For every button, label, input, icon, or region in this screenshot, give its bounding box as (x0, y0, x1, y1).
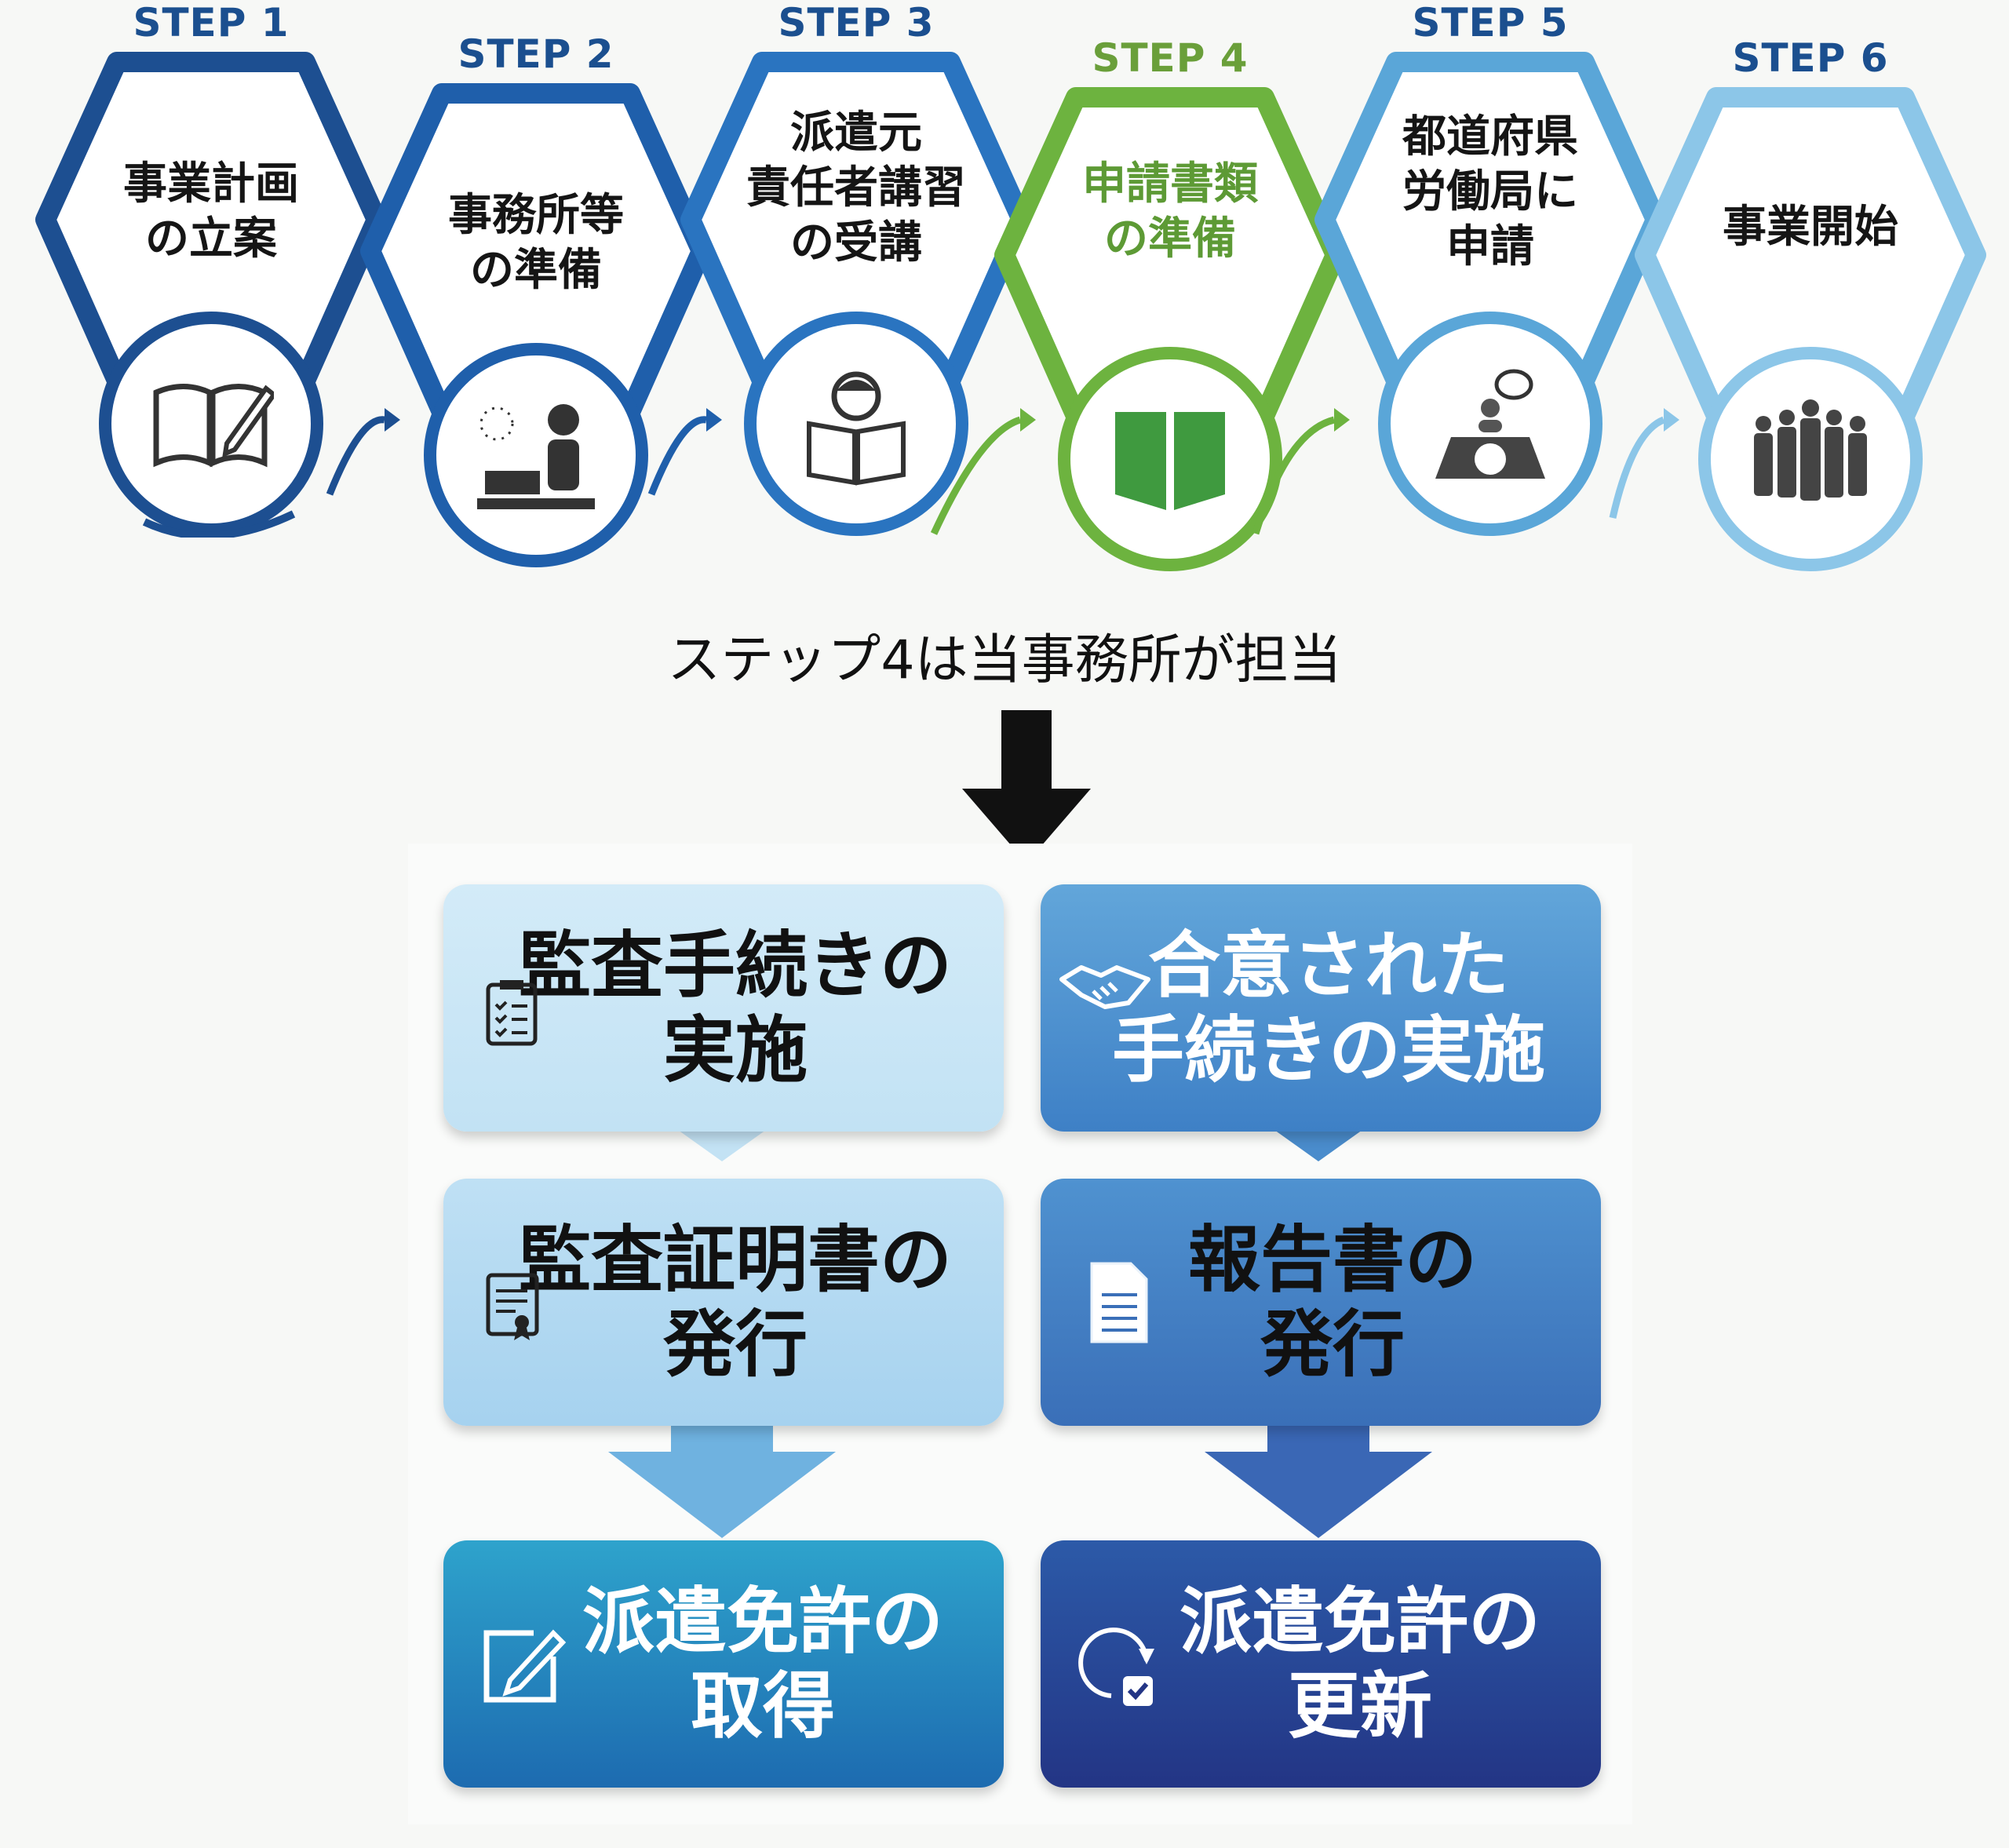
hexagon-frame (1314, 52, 1666, 536)
handshake-icon (1059, 965, 1150, 1009)
edit-icon (483, 1629, 567, 1702)
box-line: 合意された (1147, 923, 1509, 1008)
clipboard-checklist-icon (486, 979, 538, 1045)
step-title: STEP 6 (1732, 35, 1889, 81)
flow-box-audit-certificate: 監査証明書の発行 (443, 1179, 1004, 1426)
label-line: 事務所等 (448, 190, 624, 241)
consultation-icon (1435, 369, 1545, 479)
flow-box-agreed-procedures: 合意された手続きの実施 (1041, 884, 1601, 1132)
step-label: 都道府県労働局に申請 (1333, 110, 1647, 275)
step-2: STEP 2 事務所等の準備 (352, 31, 720, 567)
box-line: 派遣免許の (582, 1579, 943, 1664)
step-5: STEP 5 都道府県労働局に申請 (1306, 0, 1675, 536)
box-text: 報告書の発行 (1188, 1218, 1477, 1387)
label-line: の準備 (470, 245, 602, 296)
flow-connectors (608, 1122, 1432, 1538)
refresh-check-icon (1078, 1627, 1154, 1706)
box-line: 報告書の (1187, 1217, 1477, 1302)
box-text: 合意された手続きの実施 (1112, 924, 1545, 1093)
group-people-icon (1754, 399, 1867, 501)
step-title: STEP 1 (133, 0, 290, 46)
flow-box-audit-procedures: 監査手続きの実施 (443, 884, 1004, 1132)
box-line: 監査証明書の (518, 1217, 952, 1302)
label-line: 派遣元 (790, 108, 922, 159)
label-line: 事業開始 (1723, 202, 1898, 253)
box-line: 発行 (662, 1302, 808, 1387)
box-line: 派遣免許の (1179, 1579, 1540, 1664)
flow-box-license-acquisition: 派遣免許の取得 (443, 1540, 1004, 1788)
hexagon-frame (35, 52, 387, 538)
step-label: 派遣元責任者講習の受講 (699, 106, 1013, 271)
person-reading-icon (807, 371, 906, 486)
box-text: 監査手続きの実施 (519, 924, 952, 1093)
step-label: 事業開始 (1654, 200, 1967, 255)
label-line: 責任者講習 (746, 162, 966, 213)
label-line: の立案 (145, 213, 277, 264)
box-line: 発行 (1260, 1302, 1405, 1387)
box-line: 更新 (1287, 1664, 1432, 1748)
step-1: STEP 1 事業計画の立案 (27, 0, 396, 538)
caption: ステップ4は当事務所が担当 (667, 629, 1342, 691)
step-4: STEP 4 申請書類の準備 (986, 35, 1355, 571)
step-connector-arrows (326, 408, 1679, 535)
label-line: 申請 (1446, 221, 1534, 272)
office-worker-icon (477, 404, 595, 509)
step-title: STEP 5 (1412, 0, 1569, 46)
step-title: STEP 2 (458, 31, 614, 77)
step-label: 申請書類の準備 (1013, 157, 1327, 267)
box-text: 監査証明書の発行 (519, 1218, 952, 1387)
label-line: の準備 (1104, 213, 1236, 264)
label-line: 申請書類 (1082, 159, 1258, 210)
hexagon-frame (994, 87, 1346, 571)
box-text: 派遣免許の更新 (1180, 1580, 1540, 1749)
box-line: 手続きの実施 (1111, 1008, 1545, 1092)
step-title: STEP 3 (778, 0, 935, 46)
flow-box-license-renewal: 派遣免許の更新 (1041, 1540, 1601, 1788)
hexagon-frame (680, 52, 1032, 536)
flow-box-report-issuance: 報告書の発行 (1041, 1179, 1601, 1426)
book-pencil-icon (153, 384, 274, 468)
open-book-icon (1115, 412, 1225, 510)
box-line: 実施 (662, 1008, 808, 1092)
step-label: 事業計画の立案 (54, 157, 368, 267)
certificate-icon (486, 1273, 539, 1340)
step-3: STEP 3 派遣元責任者講習の受講 (672, 0, 1041, 536)
label-line: 事業計画 (123, 159, 299, 210)
box-line: 監査手続きの (518, 923, 952, 1008)
step-6: STEP 6 事業開始 (1626, 35, 1995, 571)
box-text: 派遣免許の取得 (582, 1580, 943, 1749)
label-line: 都道府県 (1402, 111, 1578, 162)
hexagon-frame (1635, 87, 1986, 571)
label-line: の受講 (790, 217, 922, 268)
label-line: 労働局に (1402, 166, 1578, 217)
document-icon (1090, 1262, 1148, 1343)
step-title: STEP 4 (1092, 35, 1249, 81)
down-arrow-icon (962, 710, 1091, 863)
step-label: 事務所等の準備 (379, 188, 693, 298)
box-line: 取得 (690, 1664, 835, 1748)
